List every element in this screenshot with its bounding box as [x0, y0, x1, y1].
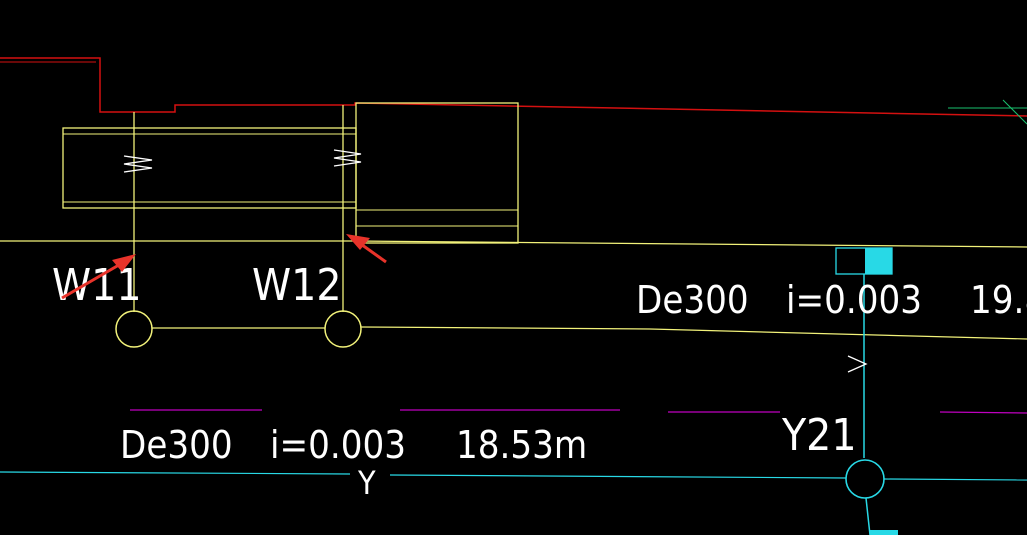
building-outline-right: [355, 102, 519, 244]
cyan-arrow-mark: [847, 355, 868, 373]
lower-pipe-mid[interactable]: [389, 474, 847, 479]
lower-pipe-left[interactable]: [0, 471, 351, 475]
cyan-bottom-stub: [865, 497, 871, 535]
label-w11: W11: [52, 260, 142, 311]
green-diagonal: [1002, 99, 1027, 125]
label-upper-pipe-size: De300: [636, 278, 749, 322]
manhole-w11-icon[interactable]: [115, 310, 153, 348]
label-upper-pipe-length: 19.8: [970, 278, 1027, 322]
label-upper-pipe-slope: i=0.003: [786, 278, 922, 322]
red-pointer-arrow-icon: [61, 254, 136, 300]
label-lower-pipe-size: De300: [120, 423, 233, 467]
zigzag-break-icon: [333, 149, 362, 167]
label-y21: Y21: [781, 410, 857, 461]
upper-pipe-main[interactable]: [360, 326, 1027, 340]
label-y-mark: Y: [357, 464, 376, 502]
cyan-filled-box: [865, 248, 892, 274]
label-w12: W12: [252, 260, 342, 311]
cyan-bottom-block: [870, 530, 898, 535]
magenta-line-far: [939, 411, 1027, 414]
red-boundary-line: [0, 57, 1027, 117]
zigzag-break-icon: [123, 155, 153, 173]
manhole-w12-icon[interactable]: [324, 310, 362, 348]
label-lower-pipe-slope: i=0.003: [270, 423, 406, 467]
red-pointer-arrow-icon: [346, 234, 387, 264]
lower-pipe-right[interactable]: [883, 478, 1027, 481]
label-lower-pipe-length: 18.53m: [456, 423, 587, 467]
